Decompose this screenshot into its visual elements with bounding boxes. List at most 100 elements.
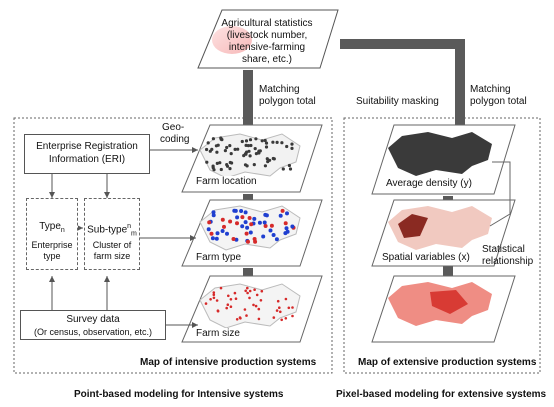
farm-location-dot — [225, 145, 229, 150]
statistical-bracket — [489, 161, 511, 227]
farm-location-dot — [218, 161, 222, 165]
farm-size-dot — [252, 303, 255, 307]
farm-size-dot — [227, 294, 230, 298]
farm-size-dot — [225, 306, 228, 310]
farm-type-dot — [243, 210, 248, 215]
subtype-label-text: Sub-type — [87, 224, 128, 236]
farm-type-dot — [214, 236, 219, 241]
farm-type-dot — [290, 224, 295, 229]
farm-type-dot — [235, 221, 239, 226]
intensive-panel-border — [13, 117, 333, 374]
farm-type-dot — [243, 220, 248, 225]
farm-location-dot — [228, 167, 232, 171]
farm-location-dot — [290, 146, 294, 150]
farm-location-dot — [233, 147, 237, 151]
farm-type-dot — [269, 223, 274, 228]
farm-type-dot — [239, 209, 244, 213]
extensive-caption: Pixel-based modeling for extensive syste… — [336, 389, 547, 400]
farm-type-dot — [210, 236, 215, 241]
farm-size-dot — [257, 307, 261, 311]
extensive-panel-border — [343, 117, 541, 374]
farm-type-dot — [240, 215, 245, 220]
farm-size-dot — [229, 298, 233, 301]
farm-type-dot — [252, 216, 257, 221]
farm-type-dot — [240, 224, 245, 229]
farm-location-dot — [248, 138, 253, 142]
farm-location-dot — [253, 147, 257, 151]
farm-size-dot — [257, 317, 261, 321]
farm-location-dot — [254, 137, 258, 141]
survey-line1: Survey data — [66, 314, 120, 325]
spatial-vars-dark-patch — [398, 214, 428, 238]
matching-left-label-2: polygon total — [259, 96, 316, 107]
farm-location-dot — [254, 152, 258, 156]
farm-location-dot — [225, 163, 229, 167]
geocoding-label-1: Geo- — [162, 122, 185, 133]
type-label-subscript: n — [60, 227, 65, 234]
farm-location-dot — [219, 167, 223, 172]
farm-type-dot — [268, 228, 273, 233]
extensive-panel-title: Map of extensive production systems — [358, 357, 537, 368]
farm-type-dot — [220, 217, 225, 222]
farm-location-dot — [244, 143, 248, 147]
subtype-label-superscript: n — [127, 223, 132, 230]
farm-location-dot — [223, 149, 227, 153]
subtype-box: Sub-typenm Cluster of farm size — [84, 198, 140, 270]
farm-location-dot — [228, 144, 232, 148]
farm-size-dot — [226, 303, 230, 307]
farm-location-dot — [264, 145, 269, 149]
farm-size-dot — [248, 289, 252, 293]
suitability-label: Suitability masking — [356, 96, 439, 107]
farm-size-dot — [219, 286, 223, 290]
farm-type-dot — [278, 213, 283, 218]
farm-size-label: Farm size — [196, 328, 240, 340]
farm-type-label: Farm type — [196, 252, 242, 264]
farm-location-dot — [205, 160, 209, 164]
farm-location-dot — [215, 150, 219, 154]
farm-size-dot — [248, 296, 251, 300]
stats-line2: intensive-farming — [228, 42, 306, 53]
farm-type-dot — [211, 210, 216, 215]
farm-type-dot — [263, 224, 268, 228]
farm-location-dot — [229, 152, 233, 156]
survey-line2: (Or census, observation, etc.) — [33, 327, 153, 337]
farm-size-dot — [255, 293, 259, 297]
subtype-desc-2: farm size — [93, 251, 131, 261]
farm-location-dot — [285, 144, 289, 149]
farm-location-dot — [248, 154, 252, 158]
farm-size-dot — [245, 314, 248, 317]
farm-size-dot — [229, 305, 233, 309]
farm-location-dot — [260, 139, 264, 143]
farm-size-dot — [254, 304, 258, 308]
extensive-result-dark-patch — [430, 290, 468, 314]
farm-size-dot — [235, 318, 239, 321]
farm-type-dot — [249, 222, 254, 227]
farm-location-dot — [268, 158, 272, 162]
farm-location-dot — [215, 161, 219, 165]
farm-location-dot — [252, 163, 256, 167]
farm-type-dot — [253, 239, 258, 244]
farm-size-dot — [275, 309, 279, 312]
matching-left-label-1: Matching — [259, 84, 300, 95]
farm-location-dot — [210, 147, 214, 151]
farm-type-dot — [207, 220, 212, 225]
stats-title: Agricultural statistics — [221, 18, 313, 29]
farm-location-dot — [206, 141, 210, 145]
farm-location-dot — [287, 163, 291, 168]
type-label: Typen — [27, 221, 77, 237]
farm-type-dot — [235, 215, 240, 220]
type-label-text: Type — [39, 221, 61, 232]
farm-location-dot — [246, 144, 250, 148]
farm-size-dot — [238, 316, 242, 319]
subtype-label-subscript: m — [131, 230, 137, 238]
farm-size-dot — [233, 291, 237, 295]
farm-location-dot — [247, 149, 251, 153]
farm-type-dot — [222, 224, 226, 229]
farm-type-dot — [206, 227, 211, 232]
farm-type-dot — [262, 220, 267, 225]
farm-location-dot — [211, 137, 215, 141]
eri-line1: Enterprise Registration — [36, 141, 138, 152]
farm-location-dot — [275, 140, 279, 144]
farm-location-dot — [265, 157, 269, 161]
